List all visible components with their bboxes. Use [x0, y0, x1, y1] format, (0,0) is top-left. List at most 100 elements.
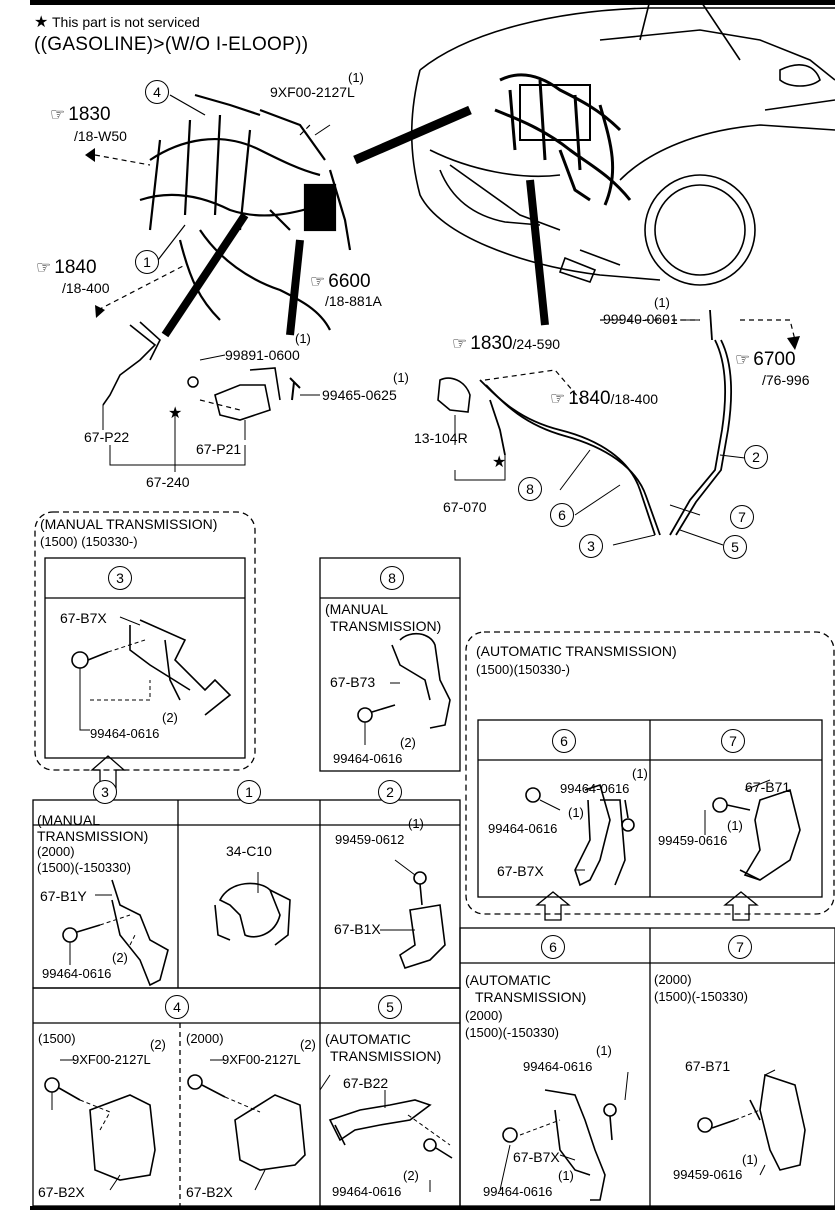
engine-harness: [494, 73, 632, 206]
grid-r2-c4b-bolt: 9XF00-2127L: [222, 1052, 301, 1067]
grid-r2-c5-qty: (2): [403, 1168, 419, 1183]
grid-r2-c6-l1: (AUTOMATIC: [465, 972, 551, 988]
callout-6: 6: [550, 503, 574, 527]
panel-manual-num: 3: [108, 566, 132, 590]
grid-r1-c2-qty: (1): [408, 816, 424, 831]
callout-3: 3: [579, 534, 603, 558]
ref-1830-b[interactable]: ☞1830/24-590: [452, 333, 561, 354]
pointer-line-2: [526, 179, 549, 326]
grid-r2-num4: 4: [165, 995, 189, 1019]
header-note: ★ This part is not serviced: [34, 12, 200, 31]
panel-manual-qty: (2): [162, 710, 178, 725]
panel-8-part: 67-B73: [330, 674, 376, 690]
panel-auto-num7: 7: [721, 729, 745, 753]
grid-r2-c7-qty: (1): [742, 1152, 758, 1167]
bracket-67-p22: [102, 321, 161, 406]
page-title: ((GASOLINE)>(W/O I-ELOOP)): [34, 34, 309, 55]
grid-r1-c3-l1: (MANUAL: [37, 812, 101, 828]
p99465-qty: (1): [393, 370, 409, 385]
panel-auto-num6: 6: [552, 729, 576, 753]
panel-manual-bolt: 99464-0616: [90, 726, 160, 741]
grid-r1-c2-bolt: 99459-0612: [335, 832, 405, 847]
grid-r2-c7-l1: (2000): [654, 972, 692, 987]
grid-r1-c3-l3: (2000): [37, 844, 75, 859]
ref-6700[interactable]: ☞6700: [735, 349, 796, 370]
panel-manual-sub: (1500) (150330-): [40, 534, 138, 549]
grid-r2-c4a-title: (1500): [38, 1031, 76, 1046]
hand-pointer-icon: ☞: [452, 334, 468, 353]
callout-8: 8: [518, 477, 542, 501]
grid-r2-c6-bolt1: 99464-0616: [523, 1059, 593, 1074]
p13-104r-label: 13-104R: [414, 430, 468, 446]
grid-r2-c4a-qty: (2): [150, 1037, 166, 1052]
panel-manual-border: [34, 511, 256, 771]
grid-r1-c2-part: 67-B1X: [334, 921, 381, 937]
grid-r1-c3-part: 67-B1Y: [40, 888, 87, 904]
panel-8-num: 8: [380, 566, 404, 590]
bracket-67-p21: [214, 367, 281, 421]
grid-r2-c5-part: 67-B22: [343, 1075, 389, 1091]
vehicle-illustration: [410, 0, 835, 286]
grid-r2-c6-qty2: (1): [558, 1168, 574, 1183]
panel-8-line2: TRANSMISSION): [330, 618, 442, 634]
p67p22-label: 67-P22: [84, 429, 130, 445]
hand-pointer-icon: ☞: [735, 350, 751, 369]
callout-4: 4: [145, 80, 169, 104]
hand-pointer-icon: ☞: [36, 258, 52, 277]
grid-r2-c7-l2: (1500)(-150330): [654, 989, 748, 1004]
panel-auto-p6-qty1: (1): [632, 766, 648, 781]
pointer-line-1: [353, 105, 472, 165]
main-harness: [139, 93, 352, 331]
p67-240-label: 67-240: [146, 474, 190, 490]
grid-r2-c4a-bolt: 9XF00-2127L: [72, 1052, 151, 1067]
panel-auto-title: (AUTOMATIC TRANSMISSION): [476, 643, 677, 659]
grid-r2-c4b-title: (2000): [186, 1031, 224, 1046]
grid-r2-c6-part: 67-B7X: [513, 1149, 560, 1165]
panel-8-qty: (2): [400, 735, 416, 750]
panel-auto-p6-qty2: (1): [568, 805, 584, 820]
callout-5: 5: [723, 535, 747, 559]
panel-manual-part: 67-B7X: [60, 610, 107, 626]
ref-6700-sub: /76-996: [762, 372, 810, 388]
grid-r2-c6-l2: TRANSMISSION): [475, 989, 587, 1005]
pointer-line-4: [286, 239, 304, 336]
grid-r2-c6-qty1: (1): [596, 1043, 612, 1058]
grid-r1-num2: 2: [378, 780, 402, 804]
grid-r1-c3-l4: (1500)(-150330): [37, 860, 131, 875]
panel-auto-border: [465, 631, 835, 915]
ref-1830-a[interactable]: ☞1830: [50, 104, 111, 125]
panel-auto-p6-part: 67-B7X: [497, 863, 544, 879]
ref-6600[interactable]: ☞6600: [310, 271, 371, 292]
panel-auto-p7-bolt: 99459-0616: [658, 833, 728, 848]
grid-r2-c6-l4: (1500)(-150330): [465, 1025, 559, 1040]
ref-1840-a-sub: /18-400: [62, 280, 110, 296]
svg-text:★: ★: [168, 403, 182, 422]
panel-auto-p7-qty: (1): [727, 818, 743, 833]
pointer-line-3: [161, 212, 249, 338]
grid-r2-c6-l3: (2000): [465, 1008, 503, 1023]
grid-r2-c4b-part: 67-B2X: [186, 1184, 233, 1200]
grid-r2-num7: 7: [728, 935, 752, 959]
grid-r2-c7-part: 67-B71: [685, 1058, 731, 1074]
grid-r2-num5: 5: [378, 995, 402, 1019]
grid-r2-c5-l1: (AUTOMATIC: [325, 1031, 411, 1047]
battery-cables: [479, 309, 732, 536]
ref-1840-b[interactable]: ☞1840/18-400: [550, 388, 659, 409]
panel-auto-p6-bolt2: 99464-0616: [488, 821, 558, 836]
p99891-qty: (1): [295, 331, 311, 346]
p67-070-label: 67-070: [443, 499, 487, 515]
panel-manual-title: (MANUAL TRANSMISSION): [40, 516, 218, 532]
bolt-9xf00-label: 9XF00-2127L: [270, 84, 355, 100]
ref-1840-a[interactable]: ☞1840: [36, 257, 97, 278]
grid-r2-c4a-part: 67-B2X: [38, 1184, 85, 1200]
callout-1: 1: [135, 250, 159, 274]
panel-auto-sub: (1500)(150330-): [476, 662, 570, 677]
p99940-label: 99940-0601: [603, 311, 678, 327]
ref-6600-sub: /18-881A: [325, 293, 382, 309]
ref-1830-a-sub: /18-W50: [74, 128, 127, 144]
panel-8-bolt: 99464-0616: [333, 751, 403, 766]
grid-r2-c7-bolt: 99459-0616: [673, 1167, 743, 1182]
grid-r1-num3: 3: [93, 780, 117, 804]
grid-r2-c5-bolt: 99464-0616: [332, 1184, 402, 1199]
grid-r1-c3-qty: (2): [112, 950, 128, 965]
